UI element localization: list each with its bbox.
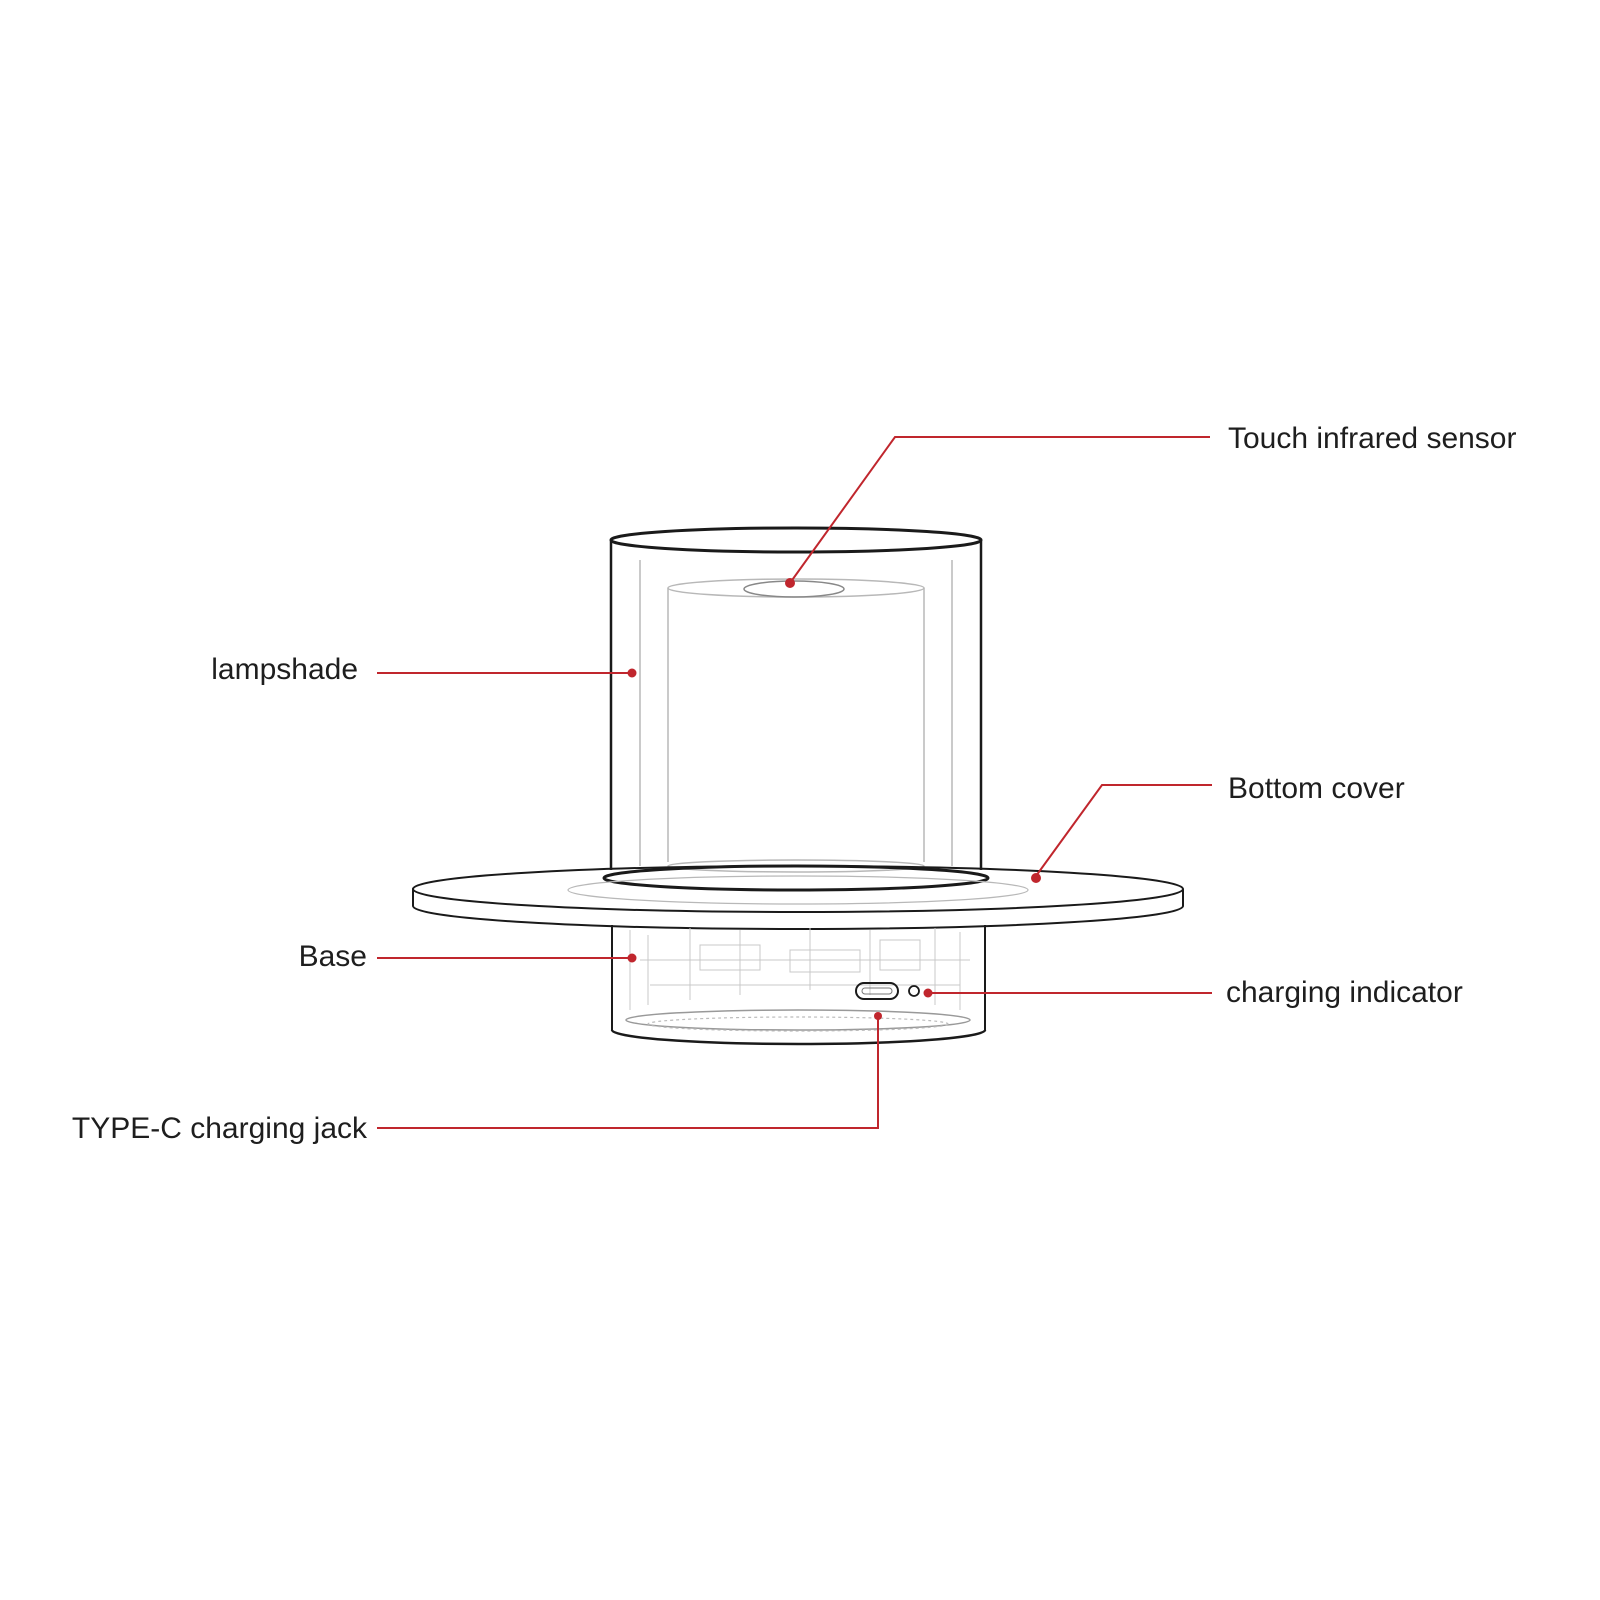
label-lampshade: lampshade <box>211 653 358 686</box>
label-touch-infrared-sensor: Touch infrared sensor <box>1228 422 1517 455</box>
leader-type-c <box>377 1016 879 1129</box>
dot-bottom-cover <box>1031 873 1041 883</box>
leader-lines <box>377 436 1212 1129</box>
dot-base <box>627 953 637 963</box>
dot-lampshade <box>627 668 637 678</box>
leader-dots <box>627 578 1041 1020</box>
label-type-c-charging-jack: TYPE-C charging jack <box>71 1112 367 1145</box>
leader-bottom-cover <box>1035 784 1212 877</box>
base-body <box>610 925 987 1046</box>
bottom-cover-disc <box>412 865 1184 930</box>
dot-type-c <box>874 1012 882 1020</box>
dot-touch-sensor <box>785 578 795 588</box>
lampshade-body <box>602 526 990 892</box>
label-charging-indicator: charging indicator <box>1226 976 1463 1009</box>
led-indicator-icon <box>908 985 920 997</box>
dot-charging-indicator <box>923 988 933 998</box>
label-bottom-cover: Bottom cover <box>1228 772 1405 805</box>
lampshade-top-rim <box>609 526 983 554</box>
lamp-illustration <box>412 526 1184 1046</box>
leader-touch-sensor <box>789 436 1210 584</box>
usb-c-port-icon <box>855 982 899 1000</box>
label-base: Base <box>298 940 367 973</box>
